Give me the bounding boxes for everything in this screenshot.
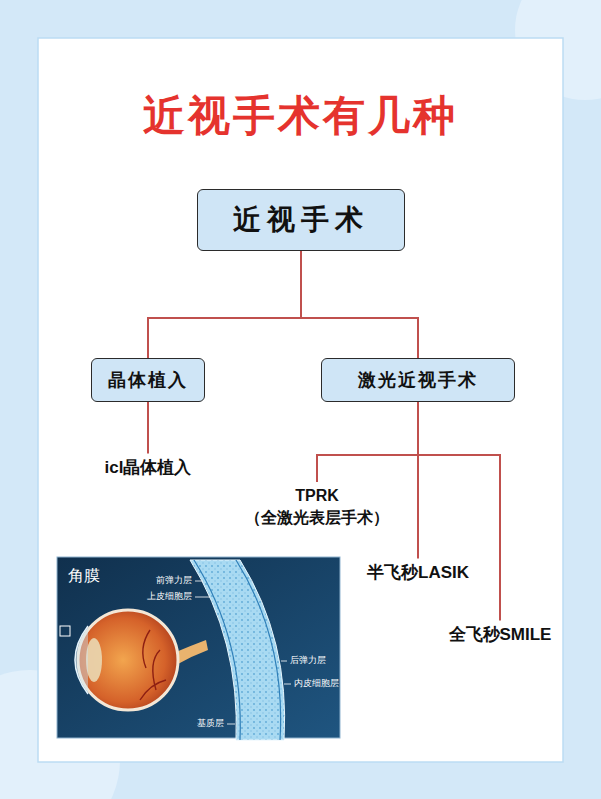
- node-text: icl晶体植入: [105, 457, 192, 480]
- category-box: 近视手术: [197, 189, 405, 251]
- tree-connector: [301, 251, 418, 358]
- node-text: 半飞秒LASIK: [367, 562, 469, 585]
- tree-connector: [148, 251, 301, 358]
- part-label: 基质层: [197, 719, 224, 729]
- tree-connector: [317, 402, 418, 482]
- node-text: TPRK （全激光表层手术）: [234, 485, 401, 528]
- category-box: 激光近视手术: [321, 358, 515, 402]
- leaf-text-node: 全飞秒SMILE: [444, 621, 557, 650]
- node-text: 全飞秒SMILE: [449, 624, 552, 647]
- white-panel: [38, 38, 563, 762]
- leaf-text-node: icl晶体植入: [100, 454, 197, 483]
- part-label: 后弹力层: [290, 656, 326, 666]
- part-label: 上皮细胞层: [147, 592, 192, 602]
- eye-illustration: [57, 557, 340, 740]
- leaf-text-node: TPRK （全激光表层手术）: [230, 482, 405, 532]
- node-text: 晶体植入: [108, 368, 188, 392]
- node-text: 近视手术: [233, 201, 369, 239]
- part-label: 内皮细胞层: [294, 679, 339, 689]
- node-text: 激光近视手术: [358, 368, 478, 392]
- tree-connector: [147, 402, 149, 454]
- part-label: 角膜: [68, 567, 100, 585]
- tree-connector: [418, 402, 500, 621]
- category-box: 晶体植入: [91, 358, 205, 402]
- diagram-title: 近视手术有几种: [0, 88, 601, 144]
- part-label: 前弹力层: [156, 576, 192, 586]
- leaf-text-node: 半飞秒LASIK: [362, 559, 474, 588]
